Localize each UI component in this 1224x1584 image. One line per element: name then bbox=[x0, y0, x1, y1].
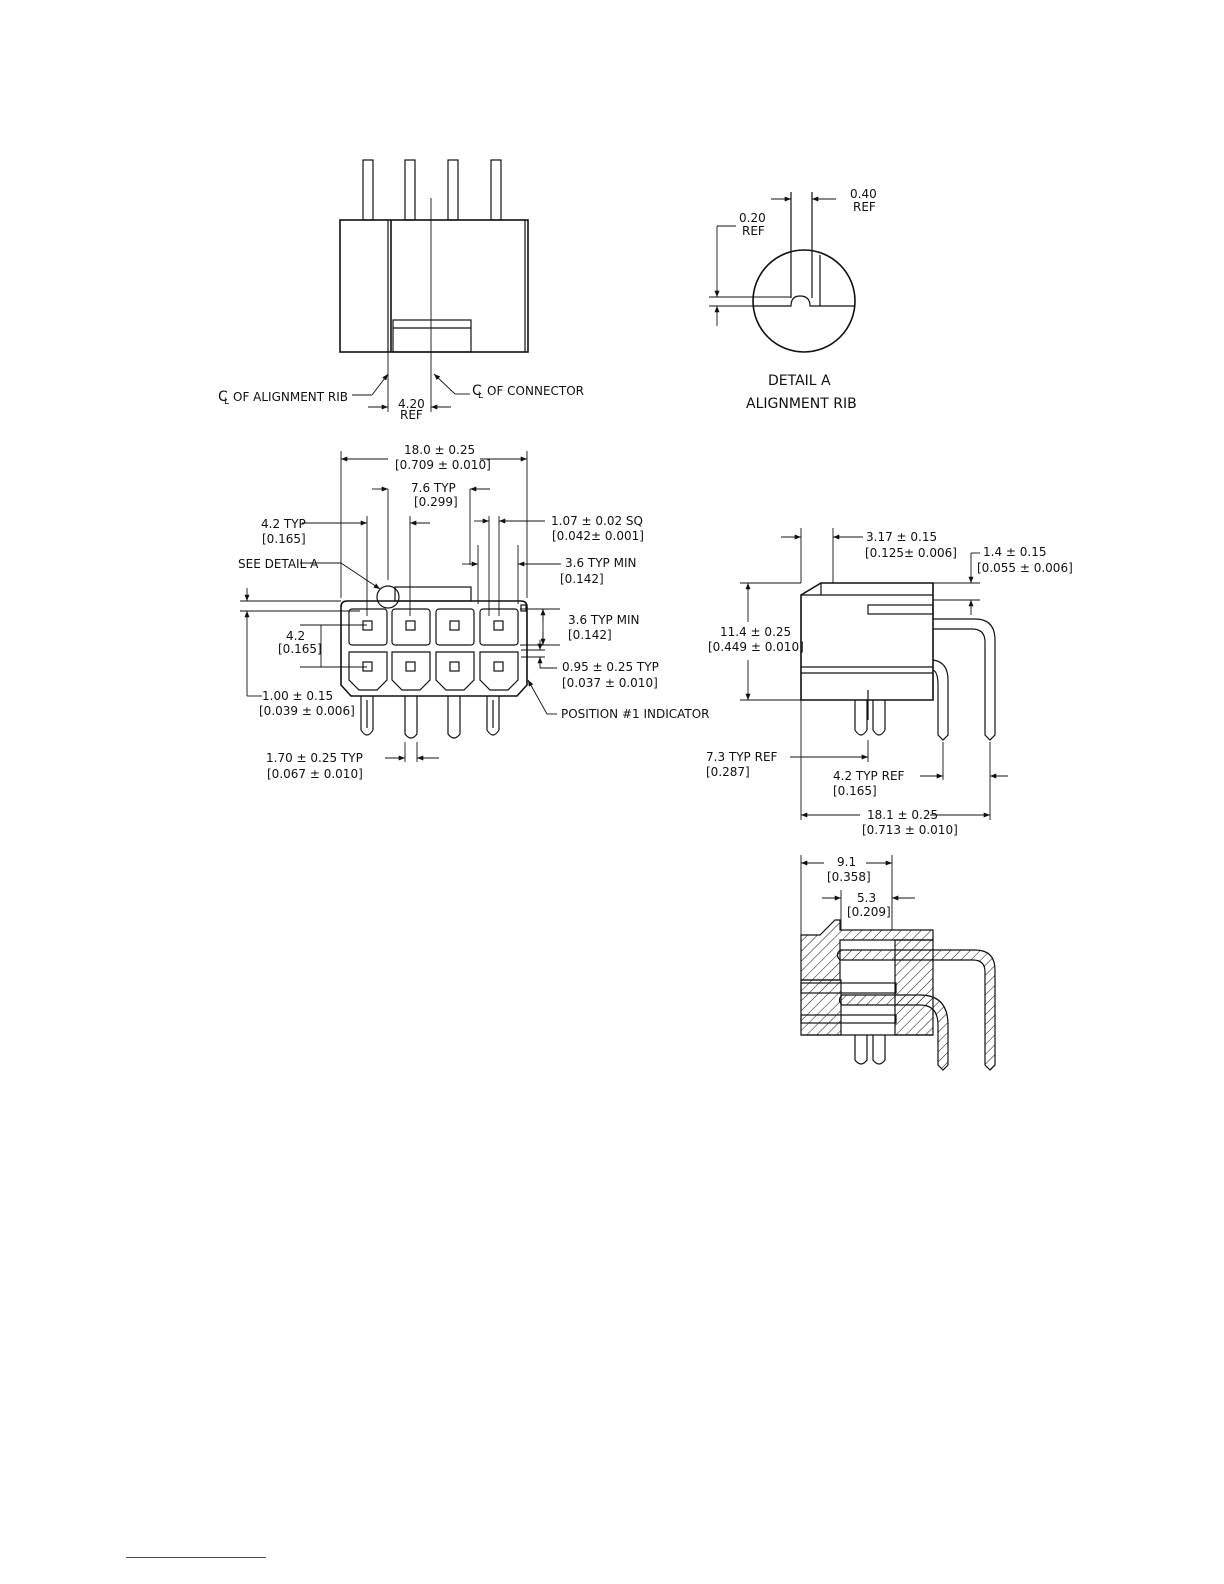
pin-sq-dim: 1.07 ± 0.02 SQ bbox=[551, 514, 643, 528]
dim-317: 3.17 ± 0.15 bbox=[866, 530, 937, 544]
detail-a-callout-circle bbox=[376, 585, 400, 609]
peg-ref-dim-in: [0.287] bbox=[706, 765, 750, 779]
pin-pitch-dim-in: [0.165] bbox=[262, 532, 306, 546]
height-dim: 11.4 ± 0.25 bbox=[720, 625, 791, 639]
offset-dim: 4.20 bbox=[398, 397, 425, 411]
top-view-latch bbox=[392, 319, 472, 353]
edge-dim: 1.00 ± 0.15 bbox=[262, 689, 333, 703]
pin-sq-dim-in: [0.042± 0.001] bbox=[552, 529, 644, 543]
detail-a-dim-020-note: REF bbox=[742, 224, 765, 238]
side-view-peg bbox=[854, 700, 886, 736]
cavity-min-h-dim-in: [0.142] bbox=[560, 572, 604, 586]
dim-14: 1.4 ± 0.15 bbox=[983, 545, 1047, 559]
overall-width-dim: 18.0 ± 0.25 bbox=[404, 443, 475, 457]
peg-dim: 1.70 ± 0.25 TYP bbox=[266, 751, 363, 765]
depth-dim-in: [0.713 ± 0.010] bbox=[862, 823, 958, 837]
cl-sub-connector: L bbox=[478, 391, 483, 401]
side-view: 3.17 ± 0.15 [0.125± 0.006] 1.4 ± 0.15 [0… bbox=[706, 528, 1073, 837]
wall-dim: 0.95 ± 0.25 TYP bbox=[562, 660, 659, 674]
peg-dim-in: [0.067 ± 0.010] bbox=[267, 767, 363, 781]
front-view: 18.0 ± 0.25 [0.709 ± 0.010] 7.6 TYP [0.2… bbox=[238, 443, 710, 781]
depth-dim: 18.1 ± 0.25 bbox=[867, 808, 938, 822]
detail-a-dim-040-note: REF bbox=[853, 200, 876, 214]
detail-a-dim-020: 0.20 bbox=[739, 211, 766, 225]
cl-alignment-rib-label: OF ALIGNMENT RIB bbox=[233, 390, 348, 404]
detail-a-subtitle: ALIGNMENT RIB bbox=[746, 396, 857, 412]
front-view-cavities bbox=[348, 608, 519, 691]
position-indicator-label: POSITION #1 INDICATOR bbox=[561, 707, 710, 721]
front-view-pegs bbox=[360, 696, 500, 739]
section-view: 9.1 [0.358] 5.3 [0.209] bbox=[800, 855, 996, 1071]
pin-pitch-dim: 4.2 TYP bbox=[261, 517, 306, 531]
peg-ref-dim: 7.3 TYP REF bbox=[706, 750, 778, 764]
dim-53-in: [0.209] bbox=[847, 905, 891, 919]
row-pitch-dim: 4.2 bbox=[286, 629, 305, 643]
section-peg bbox=[854, 1035, 886, 1065]
see-detail-a-label: SEE DETAIL A bbox=[238, 557, 319, 571]
top-view-housing bbox=[339, 219, 529, 353]
dim-91-in: [0.358] bbox=[827, 870, 871, 884]
top-view: C L OF ALIGNMENT RIB C L OF CONNECTOR 4.… bbox=[218, 159, 584, 422]
top-view-pins bbox=[362, 159, 502, 221]
wall-dim-in: [0.037 ± 0.010] bbox=[562, 676, 658, 690]
edge-dim-in: [0.039 ± 0.006] bbox=[259, 704, 355, 718]
detail-a-circle bbox=[752, 249, 856, 353]
detail-a: 0.40 REF 0.20 REF DETAIL A ALIGNMENT RIB bbox=[709, 187, 877, 412]
cavity-min-v-dim: 3.6 TYP MIN bbox=[568, 613, 639, 627]
cavity-min-v-dim-in: [0.142] bbox=[568, 628, 612, 642]
tail-ref-dim: 4.2 TYP REF bbox=[833, 769, 905, 783]
front-view-pin-squares bbox=[362, 620, 504, 672]
section-tail-outer bbox=[836, 949, 996, 1071]
detail-a-dim-040: 0.40 bbox=[850, 187, 877, 201]
side-view-housing bbox=[800, 582, 934, 701]
dim-14-in: [0.055 ± 0.006] bbox=[977, 561, 1073, 575]
row-pitch-dim-in: [0.165] bbox=[278, 642, 322, 656]
dim-53: 5.3 bbox=[857, 891, 876, 905]
cl-sub-rib: L bbox=[224, 397, 229, 407]
footer-link-rule[interactable] bbox=[126, 1557, 266, 1558]
cl-symbol-connector: C bbox=[472, 383, 482, 399]
detail-a-title: DETAIL A bbox=[768, 373, 831, 389]
front-view-latch bbox=[394, 586, 472, 602]
front-view-housing bbox=[340, 600, 528, 697]
pitch-typ-dim-in: [0.299] bbox=[414, 495, 458, 509]
cl-symbol-rib: C bbox=[218, 389, 228, 405]
overall-width-dim-in: [0.709 ± 0.010] bbox=[395, 458, 491, 472]
cavity-min-h-dim: 3.6 TYP MIN bbox=[565, 556, 636, 570]
pitch-typ-dim: 7.6 TYP bbox=[411, 481, 456, 495]
tail-ref-dim-in: [0.165] bbox=[833, 784, 877, 798]
cl-connector-label: OF CONNECTOR bbox=[487, 384, 584, 398]
side-view-tails bbox=[932, 618, 996, 741]
offset-note: REF bbox=[400, 408, 423, 422]
dim-91: 9.1 bbox=[837, 855, 856, 869]
dim-317-in: [0.125± 0.006] bbox=[865, 546, 957, 560]
height-dim-in: [0.449 ± 0.010] bbox=[708, 640, 804, 654]
